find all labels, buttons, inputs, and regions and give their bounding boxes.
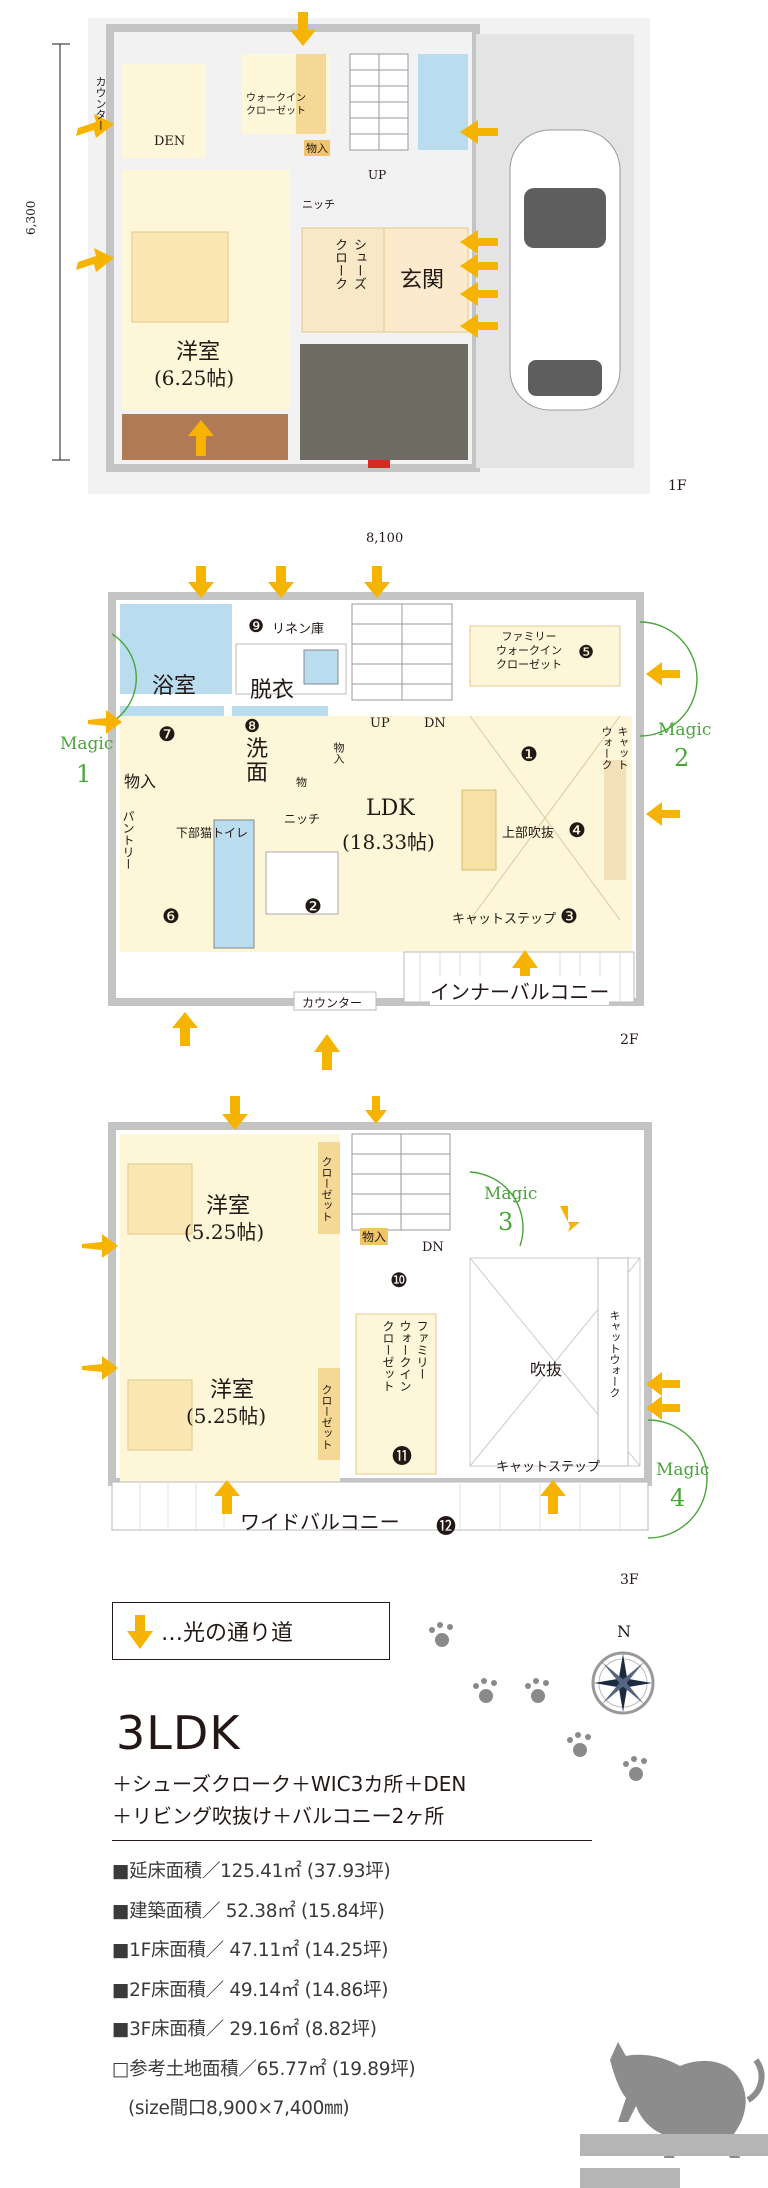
room-cat-walk-2f: キャット ウォーク xyxy=(600,726,629,770)
marker-6: ❻ xyxy=(162,904,180,928)
label-up-2f: UP xyxy=(370,716,390,731)
magic-2-word: Magic xyxy=(658,720,712,740)
room-cat-walk-3f: キャットウォーク xyxy=(608,1310,621,1398)
room-den: DEN xyxy=(154,134,186,149)
floor-label-3f: 3F xyxy=(620,1572,639,1588)
legend-text: …光の通り道 xyxy=(161,1621,294,1646)
room-dressing: 脱衣 xyxy=(250,678,295,703)
room-western-3f-b-size: (5.25帖) xyxy=(186,1404,267,1428)
marker-2: ❷ xyxy=(304,894,322,918)
label-dn-3f: DN xyxy=(422,1240,444,1255)
room-storage-3f: 物入 xyxy=(360,1228,389,1245)
marker-5: ❺ xyxy=(578,642,595,663)
room-closet-3f-b: クローゼット xyxy=(320,1384,333,1450)
plan-subtitle-2: ＋リビング吹抜け＋バルコニー2ヶ所 xyxy=(112,1804,445,1828)
room-walkin-closet-1f: ウォークイン クローゼット xyxy=(246,93,306,117)
room-ldk-size: (18.33帖) xyxy=(342,830,435,854)
plan-subtitle-1: ＋シューズクローク＋WIC3カ所＋DEN xyxy=(112,1772,467,1796)
dim-width: 8,100 xyxy=(366,531,404,546)
label-niche-2f: ニッチ xyxy=(284,812,321,826)
room-counter-1f: カウンター xyxy=(94,76,107,131)
room-western-3f-a: 洋室 xyxy=(206,1194,251,1219)
magic-3-num: 3 xyxy=(498,1208,514,1236)
room-western-3f-b: 洋室 xyxy=(210,1378,255,1403)
magic-4-num: 4 xyxy=(670,1484,686,1512)
magic-3-word: Magic xyxy=(484,1184,538,1204)
room-storage-2f-c: 物 xyxy=(296,776,307,789)
room-storage-1f: 物入 xyxy=(304,140,330,156)
room-storage-2f-a: 物入 xyxy=(332,742,345,764)
spec-list: ■延床面積／125.41㎡ (37.93坪) ■建築面積／ 52.38㎡ (15… xyxy=(112,1857,416,2134)
room-shoes-cloak: シューズ クローク xyxy=(332,238,366,290)
magic-4-word: Magic xyxy=(656,1460,710,1480)
spec-1f-area: ■1F床面積／ 47.11㎡ (14.25坪) xyxy=(112,1940,389,1961)
marker-8: ❽ xyxy=(244,716,261,737)
spec-frontage-size: (size間口8,900×7,400㎜) xyxy=(128,2098,350,2119)
legend-box: …光の通り道 xyxy=(112,1602,390,1660)
dim-height: 6,300 xyxy=(24,200,38,235)
magic-1-num: 1 xyxy=(76,760,92,788)
room-western-1f-size: (6.25帖) xyxy=(154,366,235,390)
spec-land-area: □参考土地面積／65.77㎡ (19.89坪) xyxy=(112,2058,416,2080)
room-wide-balcony: ワイドバルコニー xyxy=(240,1510,400,1534)
room-ldk: LDK xyxy=(366,796,415,821)
light-path-arrow-icon xyxy=(127,1615,153,1649)
spec-3f-area: ■3F床面積／ 29.16㎡ (8.82坪) xyxy=(112,2019,377,2040)
room-washroom: 洗 面 xyxy=(246,737,269,786)
label-cat-step-3f: キャットステップ xyxy=(496,1460,601,1475)
compass-icon xyxy=(591,1651,655,1715)
label-cat-step-2f: キャットステップ xyxy=(452,912,557,927)
marker-10: ❿ xyxy=(390,1268,408,1292)
label-up-1f: UP xyxy=(368,168,387,182)
divider xyxy=(112,1840,592,1841)
label-counter-2f: カウンター xyxy=(302,996,363,1010)
label-cat-toilet: 下部猫トイレ xyxy=(176,826,249,840)
marker-12: ⓬ xyxy=(436,1514,456,1538)
paw-prints-icon xyxy=(429,1622,647,1781)
room-atrium-3f: 吹抜 xyxy=(530,1360,563,1379)
marker-11: ⓫ xyxy=(392,1444,412,1468)
room-bath: 浴室 xyxy=(152,674,197,699)
spec-building-area: ■建築面積／ 52.38㎡ (15.84坪) xyxy=(112,1900,385,1922)
spec-total-floor-area: ■延床面積／125.41㎡ (37.93坪) xyxy=(112,1861,391,1882)
plan-title: 3LDK xyxy=(116,1706,241,1760)
magic-1-word: Magic xyxy=(60,734,114,754)
floor-label-1f: 1F xyxy=(668,478,687,494)
label-dn-2f: DN xyxy=(424,716,446,731)
room-family-wic-2f: ファミリー ウォークイン クローゼット xyxy=(496,630,562,671)
room-western-3f-a-size: (5.25帖) xyxy=(184,1220,265,1244)
marker-7: ❼ xyxy=(158,722,176,746)
room-closet-3f-a: クローゼット xyxy=(320,1156,333,1222)
magic-2-num: 2 xyxy=(674,744,690,772)
room-western-1f: 洋室 xyxy=(176,340,221,365)
floor-label-2f: 2F xyxy=(620,1032,639,1048)
floor-1-plan xyxy=(52,12,650,494)
room-entrance: 玄関 xyxy=(400,268,445,293)
room-pantry: パントリー xyxy=(121,810,135,870)
marker-9: ❾ xyxy=(248,616,265,637)
marker-3: ❸ xyxy=(560,904,578,928)
label-niche-1f: ニッチ xyxy=(302,198,335,211)
room-storage-2f-b: 物入 xyxy=(124,768,157,792)
label-upper-atrium: 上部吹抜 xyxy=(502,826,555,841)
spec-2f-area: ■2F床面積／ 49.14㎡ (14.86坪) xyxy=(112,1979,389,2001)
room-inner-balcony: インナーバルコニー xyxy=(430,976,610,1005)
room-linen: リネン庫 xyxy=(272,622,325,637)
marker-1: ❶ xyxy=(520,742,538,766)
floor-3-plan xyxy=(82,1096,708,1539)
compass-north: N xyxy=(617,1622,631,1641)
marker-4: ❹ xyxy=(568,818,586,842)
room-family-wic-3f: ファミリー ウォークイン クローゼット xyxy=(381,1320,429,1392)
cat-silhouette-icon xyxy=(580,2042,768,2188)
